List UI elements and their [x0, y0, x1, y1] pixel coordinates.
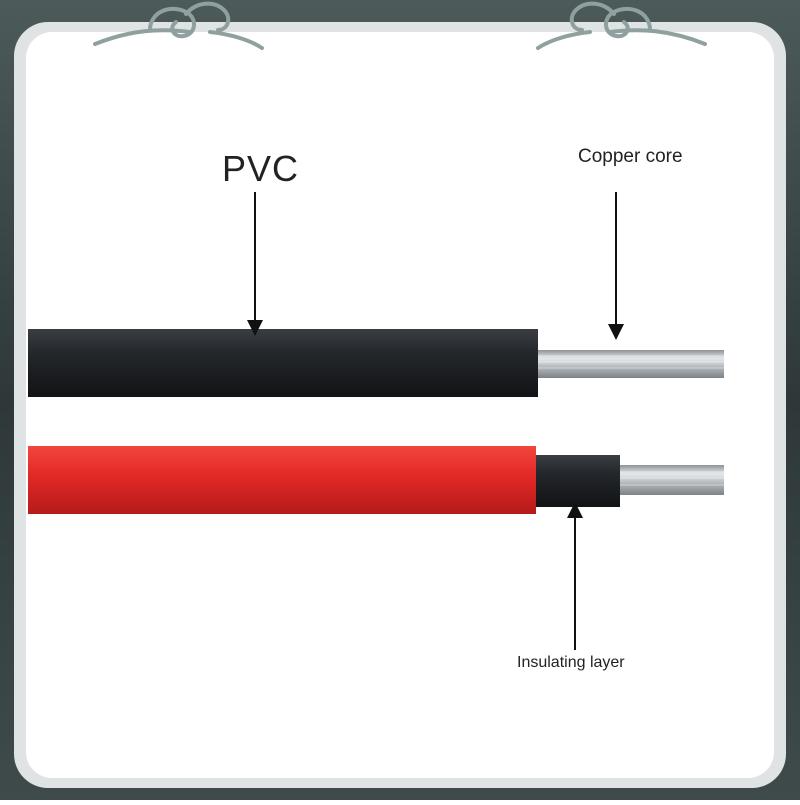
copper-core-label: Copper core [578, 146, 683, 167]
insulating-layer-label: Insulating layer [517, 654, 625, 671]
black-cable [28, 329, 724, 397]
copper-core-black-cable [538, 350, 724, 378]
pvc-label: PVC [222, 148, 300, 189]
insulating-layer [536, 455, 620, 507]
red-cable [28, 446, 724, 514]
pvc-sheath-red [28, 446, 536, 514]
white-panel [26, 32, 774, 778]
copper-core-red-cable [620, 465, 724, 495]
pvc-sheath-black [28, 329, 538, 397]
cloud-ornament-right-icon [536, 1, 707, 50]
cloud-ornament-left-icon [93, 1, 264, 50]
